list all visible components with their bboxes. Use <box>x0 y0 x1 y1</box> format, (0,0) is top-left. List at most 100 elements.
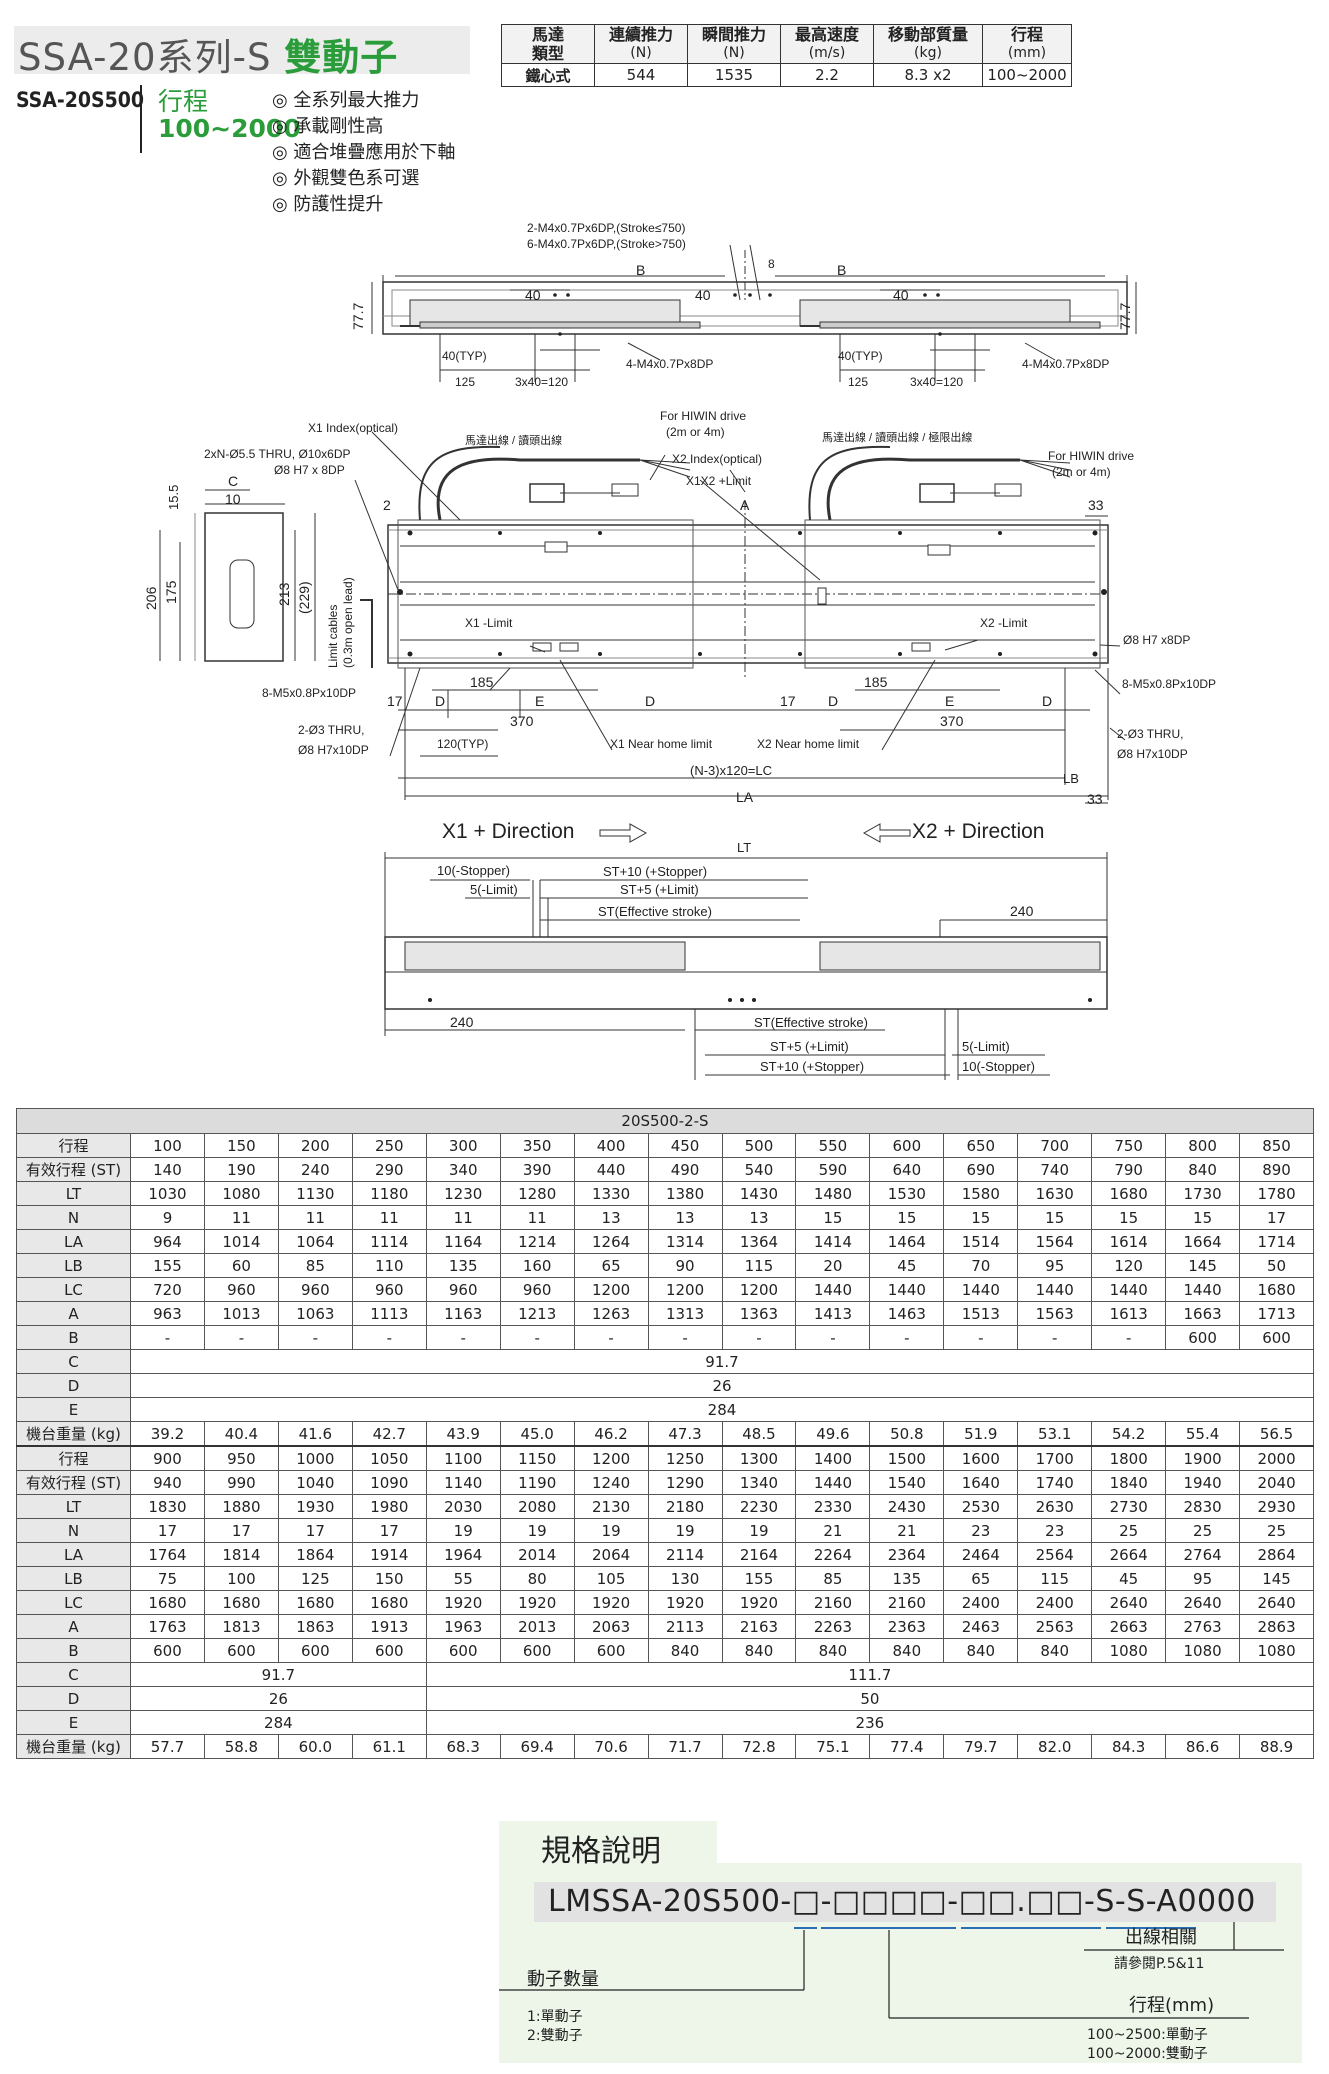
table-cell: 250 <box>351 1133 427 1158</box>
table-cell: 1680 <box>351 1590 427 1615</box>
table-cell: 960 <box>203 1277 279 1302</box>
spec-header: 最高速度(m/s) <box>780 24 874 64</box>
table-cell: 2363 <box>869 1614 945 1639</box>
table-cell: 2080 <box>499 1494 575 1519</box>
table-cell: 57.7 <box>130 1734 205 1759</box>
dim-st-top: ST(Effective stroke) <box>598 904 712 919</box>
label-x2-direction: X2 + Direction <box>912 820 1044 843</box>
table-cell: - <box>130 1325 205 1350</box>
table-cell: 2114 <box>647 1542 723 1567</box>
dim-175: 175 <box>163 580 179 604</box>
table-cell: 1300 <box>721 1445 797 1471</box>
table-cell: 1080 <box>1165 1638 1241 1663</box>
table-cell: 2730 <box>1091 1494 1167 1519</box>
table-cell: 1780 <box>1239 1181 1314 1206</box>
table-cell: 47.3 <box>647 1421 723 1447</box>
table-cell: 1313 <box>647 1301 723 1326</box>
table-cell: 1063 <box>277 1301 353 1326</box>
table-cell: 2014 <box>499 1542 575 1567</box>
dim-b: B <box>837 262 846 278</box>
table-cell: 390 <box>499 1157 575 1182</box>
table-cell: 88.9 <box>1239 1734 1314 1759</box>
table-cell: 1200 <box>573 1445 649 1471</box>
dim-77-7: 77.7 <box>350 303 366 330</box>
table-cell: 45.0 <box>499 1421 575 1447</box>
table-cell: 1514 <box>943 1229 1019 1254</box>
dim-limit-right: 5(-Limit) <box>962 1039 1010 1054</box>
table-cell: 1763 <box>130 1614 205 1639</box>
spec-cell: 100~2000 <box>982 63 1072 87</box>
table-cell: 1540 <box>869 1470 945 1495</box>
feature-item: ◎ 外觀雙色系可選 <box>272 168 420 189</box>
row-header: LC <box>16 1277 131 1302</box>
table-cell: 1440 <box>1165 1277 1241 1302</box>
table-cell: 1080 <box>1091 1638 1167 1663</box>
table-cell: 2400 <box>1017 1590 1093 1615</box>
dim-125: 125 <box>455 375 475 389</box>
table-cell: 1580 <box>943 1181 1019 1206</box>
table-cell: 54.2 <box>1091 1421 1167 1447</box>
table-cell: 2564 <box>1017 1542 1093 1567</box>
dim-125: 125 <box>848 375 868 389</box>
table-cell: 155 <box>130 1253 205 1278</box>
row-header: A <box>16 1614 131 1639</box>
row-header: E <box>16 1397 131 1422</box>
table-cell: - <box>647 1325 723 1350</box>
table-cell: 1400 <box>795 1445 871 1471</box>
table-cell: 19 <box>499 1518 575 1543</box>
table-cell: 19 <box>721 1518 797 1543</box>
table-cell: 85 <box>277 1253 353 1278</box>
table-cell: 39.2 <box>130 1421 205 1447</box>
table-cell: 115 <box>1017 1566 1093 1591</box>
table-cell: 550 <box>795 1133 871 1158</box>
table-cell: 120 <box>1091 1253 1167 1278</box>
dim-213: 213 <box>276 582 292 606</box>
spec-cell: 鐵心式 <box>501 63 595 87</box>
label-hiwin-2a: For HIWIN drive <box>1048 449 1134 463</box>
table-cell: 2640 <box>1165 1590 1241 1615</box>
table-cell: 2030 <box>425 1494 501 1519</box>
table-cell: 500 <box>721 1133 797 1158</box>
table-cell: 600 <box>130 1638 205 1663</box>
table-cell: 51.9 <box>943 1421 1019 1447</box>
table-cell: 1000 <box>277 1445 353 1471</box>
table-cell: 135 <box>869 1566 945 1591</box>
table-cell: 15 <box>943 1205 1019 1230</box>
dim-e: E <box>535 693 544 709</box>
table-cell: 40.4 <box>203 1421 279 1447</box>
table-cell: 600 <box>869 1133 945 1158</box>
table-cell: 72.8 <box>721 1734 797 1759</box>
table-cell: 17 <box>203 1518 279 1543</box>
table-cell: 20 <box>795 1253 871 1278</box>
table-cell: 50 <box>1239 1253 1314 1278</box>
table-cell: 2230 <box>721 1494 797 1519</box>
table-cell: 77.4 <box>869 1734 945 1759</box>
table-cell: 600 <box>351 1638 427 1663</box>
table-cell: - <box>721 1325 797 1350</box>
table-cell: 85 <box>795 1566 871 1591</box>
table-cell: 84.3 <box>1091 1734 1167 1759</box>
model-code-box <box>534 1882 1276 1922</box>
table-cell: 840 <box>1017 1638 1093 1663</box>
dim-8: 8 <box>768 257 775 271</box>
table-cell: 1240 <box>573 1470 649 1495</box>
dim-st10-bottom: ST+10 (+Stopper) <box>760 1059 864 1074</box>
spec-header: 瞬間推力(N) <box>687 24 781 64</box>
row-header: LB <box>16 1253 131 1278</box>
model-code: SSA-20S500 <box>16 88 145 112</box>
dim-e: E <box>945 693 954 709</box>
table-cell: 95 <box>1165 1566 1241 1591</box>
label-x2-index: X2 Index(optical) <box>672 452 762 466</box>
table-cell: 2263 <box>795 1614 871 1639</box>
table-row: 20S500-2-S <box>16 1108 1314 1134</box>
table-cell: 2664 <box>1091 1542 1167 1567</box>
table-cell: 1363 <box>721 1301 797 1326</box>
table-cell: 160 <box>499 1253 575 1278</box>
table-cell: 1164 <box>425 1229 501 1254</box>
table-cell: 1440 <box>795 1470 871 1495</box>
